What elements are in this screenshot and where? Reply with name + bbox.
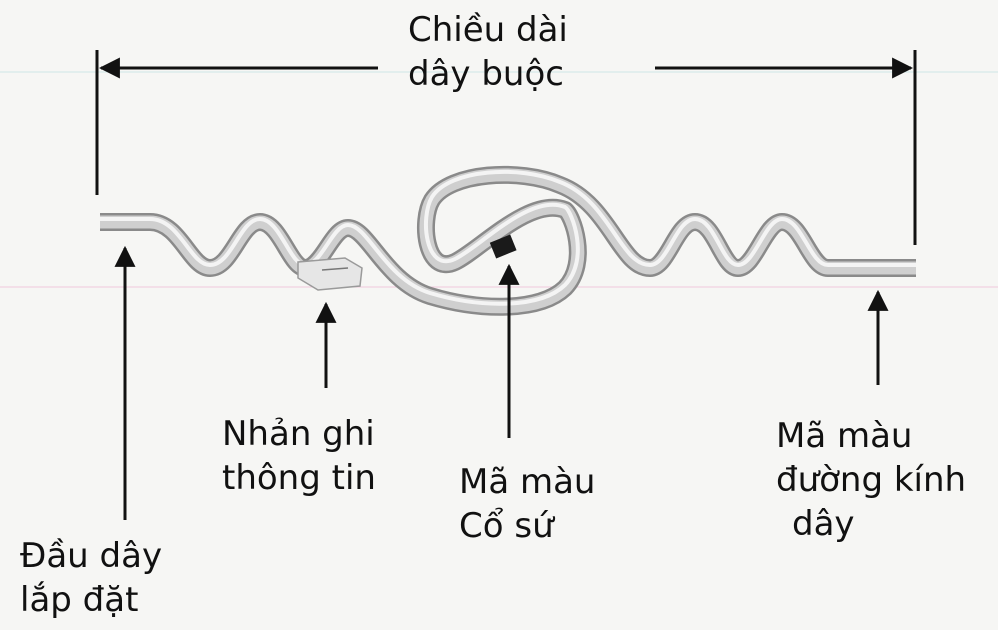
- info-tag: [298, 258, 362, 290]
- label-info-tag: Nhản ghi thông tin: [222, 412, 376, 500]
- label-diameter-line1: Mã màu: [776, 414, 966, 458]
- label-installation-end: Đầu dây lắp đặt: [20, 534, 162, 622]
- label-diameter-line3: dây: [776, 502, 966, 546]
- label-diameter-line2: đường kính: [776, 458, 966, 502]
- length-title-line2: dây buộc: [408, 52, 568, 96]
- length-title-line1: Chiều dài: [408, 8, 568, 52]
- length-title: Chiều dài dây buộc: [408, 8, 568, 96]
- label-info-tag-line2: thông tin: [222, 456, 376, 500]
- label-installation-line1: Đầu dây: [20, 534, 162, 578]
- label-insulator-line2: Cổ sứ: [459, 504, 595, 548]
- label-diameter-color-code: Mã màu đường kính dây: [776, 414, 966, 546]
- label-insulator-color-code: Mã màu Cổ sứ: [459, 460, 595, 548]
- label-insulator-line1: Mã màu: [459, 460, 595, 504]
- label-installation-line2: lắp đặt: [20, 578, 162, 622]
- label-info-tag-line1: Nhản ghi: [222, 412, 376, 456]
